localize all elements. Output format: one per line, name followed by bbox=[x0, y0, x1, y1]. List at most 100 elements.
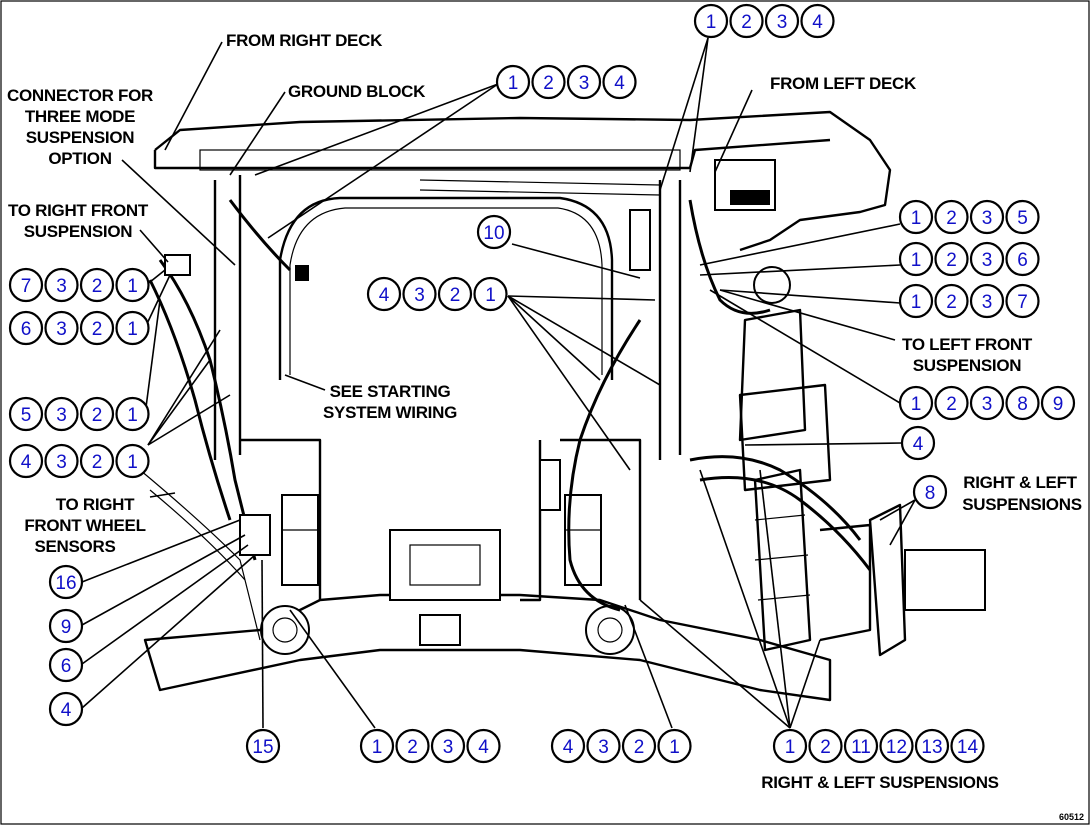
callout-circle bbox=[48, 564, 84, 600]
callout-number: 1 bbox=[911, 292, 922, 313]
callout-circle bbox=[729, 3, 764, 39]
leader-5321 bbox=[144, 299, 161, 416]
label-to-rf-wheel-line3: SENSORS bbox=[34, 537, 115, 556]
spindle bbox=[904, 549, 986, 611]
callout-number: 2 bbox=[92, 405, 103, 426]
callout-number: 13 bbox=[921, 737, 942, 758]
callout-number: 3 bbox=[56, 319, 67, 340]
label-to-lf-susp-line1: TO LEFT FRONT bbox=[902, 335, 1033, 354]
harness-right-front-2 bbox=[148, 279, 232, 521]
callout-circle bbox=[430, 728, 466, 764]
callout-number: 4 bbox=[21, 452, 32, 473]
leader-r8-b bbox=[889, 499, 916, 546]
callout-number: 4 bbox=[614, 73, 625, 94]
callout-number: 5 bbox=[21, 405, 32, 426]
callout-circle bbox=[8, 310, 44, 346]
callout-circle bbox=[1005, 283, 1040, 319]
callout-circle bbox=[466, 728, 501, 764]
callout-circle bbox=[1005, 199, 1040, 235]
callout-number: 3 bbox=[982, 208, 993, 229]
leader-top-1234-b bbox=[659, 37, 709, 191]
leader-ground-1234-a bbox=[254, 83, 499, 176]
leader-10 bbox=[511, 243, 641, 279]
leader-1236 bbox=[699, 264, 901, 276]
callout-number: 3 bbox=[982, 394, 993, 415]
label-see-starting-line2: SYSTEM WIRING bbox=[323, 403, 457, 422]
right-hub bbox=[260, 605, 310, 655]
leader-12389 bbox=[709, 289, 901, 404]
leader-9 bbox=[81, 534, 246, 626]
callout-number: 9 bbox=[61, 617, 72, 638]
callout-number: 6 bbox=[1017, 250, 1028, 271]
callout-number: 1 bbox=[785, 737, 796, 758]
left-hub-inner bbox=[597, 617, 623, 643]
callout-circle bbox=[44, 396, 79, 432]
leader-ground-block bbox=[229, 91, 286, 176]
callout-number: 14 bbox=[957, 737, 979, 758]
right-connector bbox=[164, 254, 191, 276]
leader-from-right-deck bbox=[164, 41, 223, 151]
callout-circle bbox=[693, 3, 729, 39]
window-opening bbox=[278, 196, 614, 380]
leader-to-lf-susp bbox=[719, 289, 896, 341]
leader-15 bbox=[261, 559, 264, 729]
callout-circle bbox=[495, 64, 531, 100]
frame-pad-right bbox=[281, 494, 319, 586]
callout-number: 12 bbox=[886, 737, 907, 758]
callout-number: 9 bbox=[1053, 394, 1064, 415]
callout-number: 1 bbox=[127, 319, 138, 340]
strut-ring-3 bbox=[757, 594, 811, 601]
callout-number: 6 bbox=[61, 656, 72, 677]
callout-number: 1 bbox=[669, 737, 680, 758]
callout-number: 1 bbox=[372, 737, 383, 758]
callout-circle bbox=[566, 64, 602, 100]
leader-6 bbox=[81, 544, 249, 665]
callout-number: 2 bbox=[543, 73, 554, 94]
label-from-left-deck: FROM LEFT DECK bbox=[770, 74, 917, 93]
callout-circle bbox=[969, 199, 1005, 235]
leader-b12-c bbox=[639, 599, 791, 729]
callout-number: 3 bbox=[56, 452, 67, 473]
callout-circle bbox=[8, 443, 44, 479]
leader-center-4321-c bbox=[507, 295, 631, 471]
leader-center-4321-d bbox=[507, 295, 661, 386]
strut-upper bbox=[738, 308, 807, 442]
callout-circle bbox=[79, 267, 115, 303]
callout-circle bbox=[395, 728, 430, 764]
callout-number: 4 bbox=[61, 700, 72, 721]
callout-circle bbox=[245, 728, 281, 764]
callout-circle bbox=[79, 396, 115, 432]
leader-r4 bbox=[744, 442, 903, 446]
callout-circle bbox=[44, 443, 79, 479]
window-inner bbox=[289, 207, 603, 375]
left-clip bbox=[539, 459, 561, 511]
callout-number: 3 bbox=[777, 12, 788, 33]
callout-number: 2 bbox=[946, 394, 957, 415]
label-rl-susp-right-line2: SUSPENSIONS bbox=[962, 495, 1082, 514]
center-clamp bbox=[419, 614, 461, 646]
leader-4321-a bbox=[147, 359, 211, 446]
callout-circle bbox=[657, 728, 692, 764]
callout-number: 3 bbox=[414, 285, 425, 306]
callout-number: 1 bbox=[706, 12, 717, 33]
callout-circle bbox=[934, 199, 969, 235]
leader-see-starting bbox=[284, 374, 326, 391]
callout-circle bbox=[115, 443, 150, 479]
axle-beam bbox=[143, 593, 832, 702]
callout-number: 2 bbox=[946, 292, 957, 313]
callout-circle bbox=[969, 385, 1005, 421]
callout-number: 3 bbox=[982, 250, 993, 271]
figure-id: 60512 bbox=[1059, 812, 1084, 822]
callout-number: 2 bbox=[92, 276, 103, 297]
callout-number: 16 bbox=[55, 573, 76, 594]
callout-circle bbox=[898, 199, 934, 235]
harness-left-center bbox=[567, 319, 642, 612]
callout-circle bbox=[550, 728, 586, 764]
frame-pad-left bbox=[564, 494, 602, 586]
callout-circle bbox=[586, 728, 621, 764]
